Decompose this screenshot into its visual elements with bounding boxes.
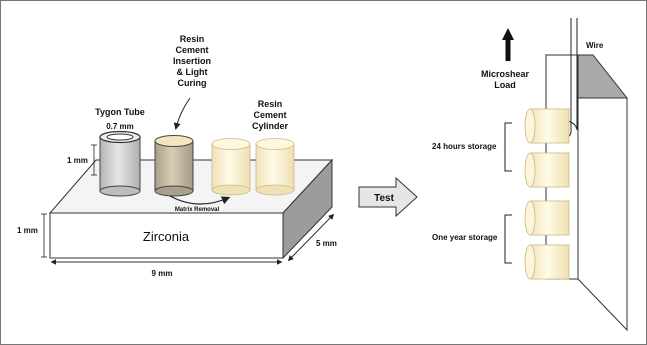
- load-label-line-1: Microshear: [481, 69, 530, 79]
- fixture-side: [577, 97, 628, 332]
- microshear-load-arrow: [502, 28, 514, 61]
- matrix-removal-arrow: [169, 195, 231, 205]
- bonded-cylinder-2: [524, 152, 570, 188]
- block-width-label: 9 mm: [152, 269, 173, 278]
- cylinder-label-line-1: Resin: [258, 99, 283, 109]
- process-line-2: Cement: [175, 45, 208, 55]
- block-name-label: Zirconia: [143, 229, 190, 244]
- block-height-label: 1 mm: [17, 226, 38, 235]
- resin-cylinder-2: [255, 138, 295, 196]
- process-line-5: Curing: [178, 78, 207, 88]
- tygon-tube: [99, 130, 141, 197]
- group-2-label: One year storage: [432, 233, 498, 242]
- tube-diameter-label: 0.7 mm: [106, 122, 134, 131]
- cylinder-label-line-3: Cylinder: [252, 121, 289, 131]
- test-label: Test: [374, 193, 394, 204]
- cylinder-height-label: 1 mm: [67, 156, 88, 165]
- bonded-cylinder-1: [524, 108, 570, 144]
- resin-cylinder-1: [211, 138, 251, 196]
- block-height-dimension: 1 mm: [17, 213, 47, 258]
- block-width-dimension: 9 mm: [50, 259, 283, 278]
- specimen-preparation-panel: Zirconia 1 mm 9 mm 5 mm Tygon Tube 0.7 m: [17, 34, 337, 278]
- cylinder-label-line-2: Cement: [253, 110, 286, 120]
- microshear-test-panel: Wire Microshear Load 24 hours storage: [432, 18, 629, 332]
- wire-label: Wire: [586, 41, 604, 50]
- block-depth-dimension: 5 mm: [287, 213, 337, 262]
- bonded-cylinder-4: [524, 244, 570, 280]
- bonded-cylinder-3: [524, 200, 570, 236]
- insertion-process-label: Resin Cement Insertion & Light Curing: [173, 34, 211, 88]
- process-line-3: Insertion: [173, 56, 211, 66]
- load-label-line-2: Load: [494, 80, 516, 90]
- block-depth-label: 5 mm: [316, 239, 337, 248]
- filled-tube: [154, 135, 194, 197]
- group-2-bracket: [504, 214, 512, 264]
- matrix-removal-label: Matrix Removal: [175, 207, 220, 213]
- insertion-arrow: [173, 97, 191, 130]
- block-front-face: [49, 212, 284, 259]
- test-fixture: [545, 54, 629, 332]
- tygon-tube-label: Tygon Tube: [95, 107, 145, 117]
- cylinder-height-dimension: 1 mm: [67, 144, 97, 176]
- group-1-label: 24 hours storage: [432, 142, 497, 151]
- group-1-bracket: [504, 122, 512, 172]
- cylinder-label: Resin Cement Cylinder: [252, 99, 289, 131]
- process-line-4: & Light: [177, 67, 208, 77]
- test-arrow: Test: [358, 176, 418, 218]
- process-line-1: Resin: [180, 34, 205, 44]
